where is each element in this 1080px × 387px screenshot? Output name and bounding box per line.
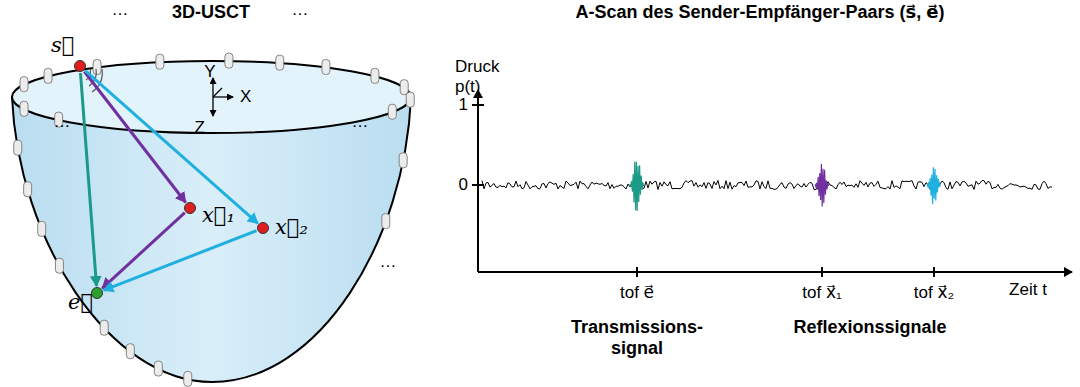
label: Reflexionssignale bbox=[793, 317, 946, 338]
transducer bbox=[20, 101, 28, 116]
transducer bbox=[276, 55, 284, 70]
transmission-burst bbox=[630, 162, 644, 211]
transducer bbox=[154, 361, 162, 376]
label: … bbox=[112, 0, 129, 20]
transducer bbox=[126, 344, 134, 359]
bowl bbox=[12, 97, 411, 382]
point-label: e⃗ bbox=[68, 292, 93, 313]
transducer bbox=[406, 92, 414, 107]
plot-axes bbox=[472, 90, 1072, 277]
label: p(t) bbox=[455, 77, 481, 97]
transducer bbox=[24, 182, 32, 197]
label: … bbox=[352, 112, 369, 132]
point-marker: e⃗ bbox=[91, 287, 103, 299]
transducer bbox=[399, 153, 407, 168]
point-marker: x⃗₂ bbox=[257, 222, 269, 234]
reflection-burst bbox=[927, 167, 941, 204]
sound-path-arrow bbox=[84, 72, 185, 203]
transducer bbox=[382, 214, 390, 229]
transducer bbox=[55, 258, 63, 273]
reflection-burst bbox=[815, 164, 829, 207]
transducer bbox=[20, 77, 28, 92]
transducer bbox=[14, 140, 22, 155]
label: tof x⃗₂ bbox=[914, 283, 954, 303]
label: X bbox=[240, 87, 251, 107]
label: 1 bbox=[459, 95, 468, 115]
transducer bbox=[100, 320, 108, 335]
transducer bbox=[184, 371, 192, 386]
label: … bbox=[54, 112, 71, 132]
point-label: x⃗₁ bbox=[202, 205, 235, 226]
point-marker: s⃗ bbox=[74, 60, 86, 72]
noise-signal bbox=[482, 181, 1052, 190]
label: Zeit t bbox=[1009, 280, 1047, 300]
label: … bbox=[292, 0, 309, 20]
sound-path-arrow bbox=[81, 73, 97, 286]
sound-path-arrow bbox=[104, 231, 257, 291]
transducer bbox=[371, 68, 379, 83]
point-label: s⃗ bbox=[51, 35, 74, 56]
transducer bbox=[93, 60, 101, 75]
label: tof e⃗ bbox=[620, 283, 654, 303]
point-label: x⃗₂ bbox=[275, 217, 308, 238]
transducers bbox=[14, 53, 414, 386]
label: Y bbox=[204, 62, 215, 82]
label: Z bbox=[195, 118, 205, 138]
transducer bbox=[38, 221, 46, 236]
label: … bbox=[380, 252, 397, 272]
point-marker: x⃗₁ bbox=[184, 202, 196, 214]
coordinate-axes bbox=[213, 78, 233, 116]
transducer bbox=[388, 104, 396, 119]
label: 0 bbox=[459, 175, 468, 195]
transducer bbox=[156, 54, 164, 69]
label: tof x⃗₁ bbox=[802, 283, 841, 303]
sound-path-arrow bbox=[102, 213, 185, 289]
transducer bbox=[225, 53, 233, 68]
label: Transmissions- signal bbox=[562, 317, 712, 358]
transducer bbox=[400, 80, 408, 95]
sound-path-arrow bbox=[85, 71, 258, 224]
transducer bbox=[322, 60, 330, 75]
transducer bbox=[44, 68, 52, 83]
label: Druck bbox=[455, 57, 499, 77]
heading: 3D-USCT bbox=[172, 2, 250, 23]
bowl-rim bbox=[12, 61, 411, 133]
heading: A-Scan des Sender-Empfänger-Paars (s⃗, e… bbox=[575, 2, 944, 23]
